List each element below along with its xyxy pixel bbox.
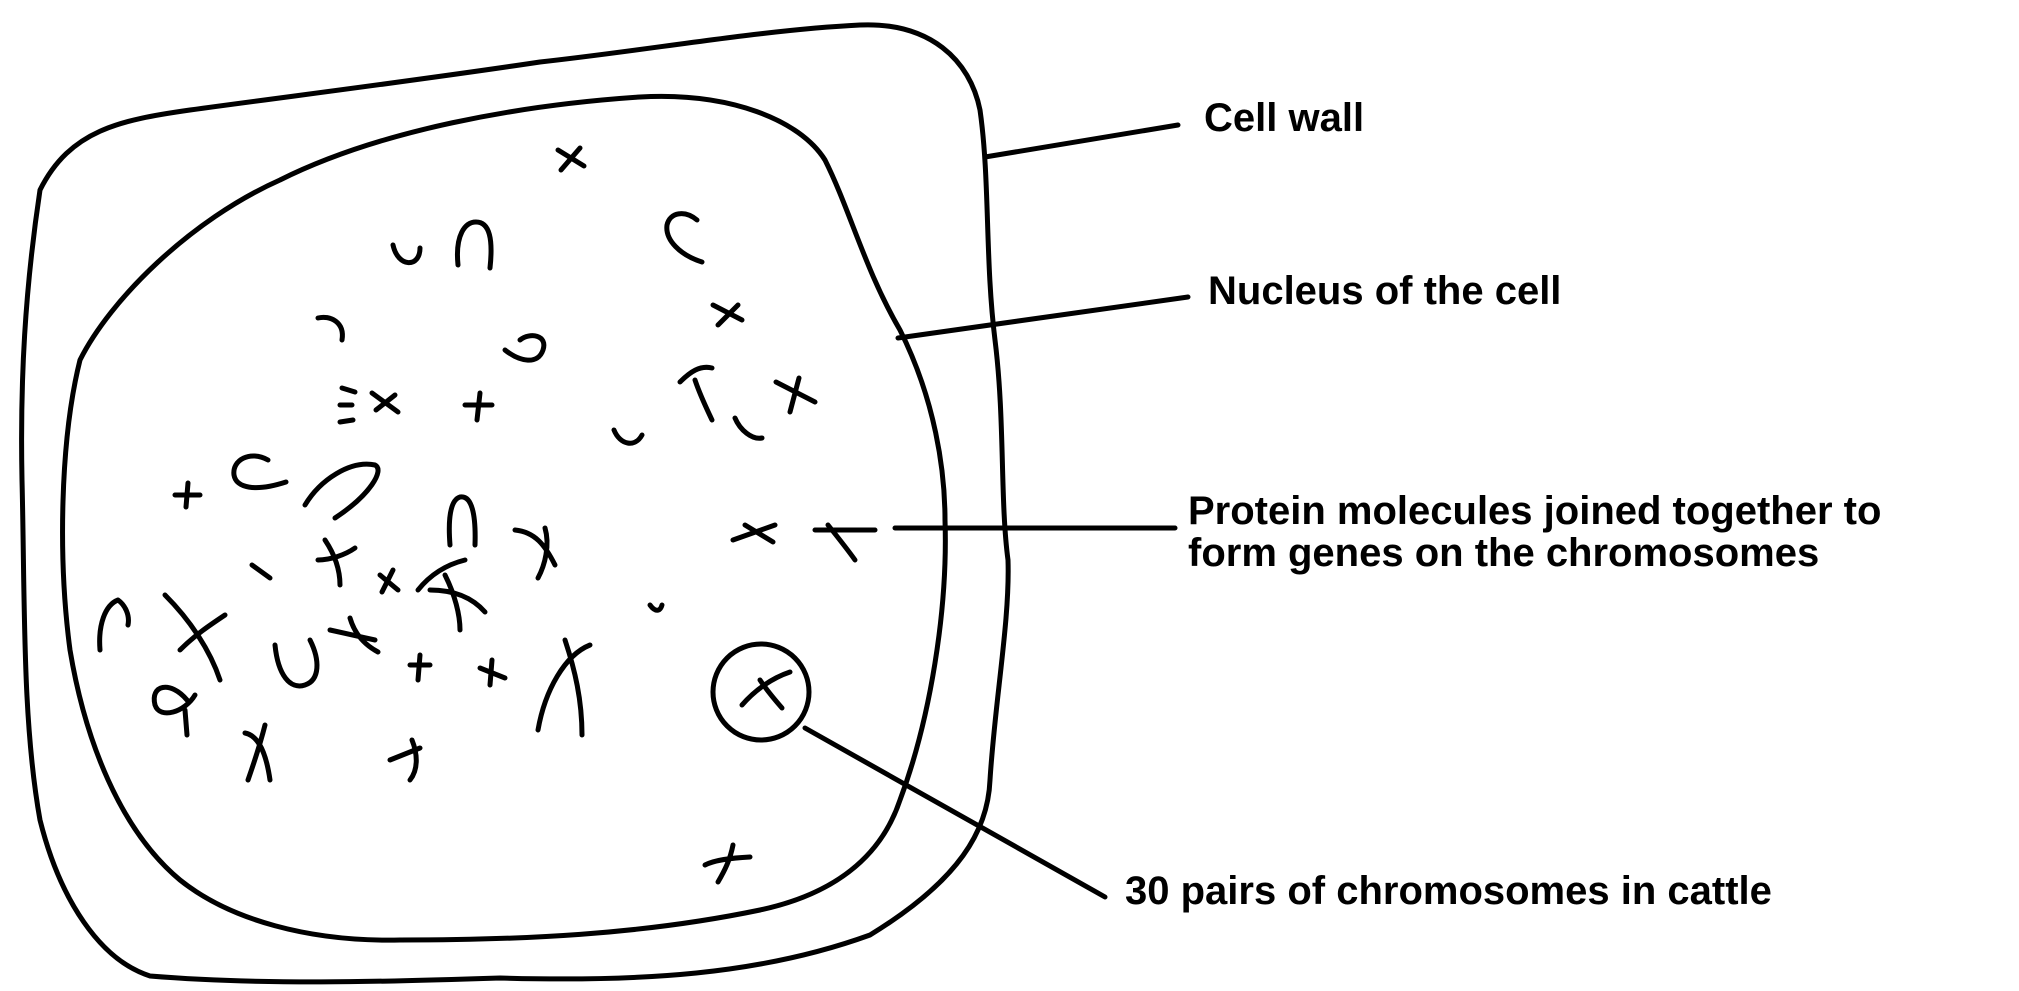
chromosome [465,393,492,420]
protein-label-line-1: Protein molecules joined together to [1188,490,1881,532]
chromosome [505,336,544,360]
chromosome [340,388,355,422]
protein-genes-label: Protein molecules joined together to for… [1188,490,1881,574]
chromosome [410,655,430,680]
chromosome [457,222,491,268]
chromosome [480,660,505,685]
chromosome [815,525,875,560]
chromosome [650,605,662,610]
chromosome [515,528,555,578]
chromosome [245,725,270,780]
chromosome [558,148,584,170]
chromosome [733,525,775,542]
chromosome [445,575,460,630]
chromosome [318,540,355,585]
nucleus-label: Nucleus of the cell [1208,270,1561,312]
chromosome-pairs-label-text: 30 pairs of chromosomes in cattle [1125,870,1772,912]
chromosome [449,497,475,545]
highlighted-chromosome [742,672,790,708]
cell-wall-label: Cell wall [1204,97,1364,139]
chromosome [380,570,398,592]
chromosome [330,618,378,652]
chromosome [318,317,342,340]
chromosome [165,595,225,680]
nucleus-outline [63,96,946,940]
chromosomes [100,148,875,882]
cell-wall-label-text: Cell wall [1204,97,1364,139]
chromosome [776,378,815,412]
nucleus-leader-line [898,297,1188,338]
protein-label-line-2: form genes on the chromosomes [1188,532,1881,574]
chromosome [705,845,750,882]
chromosome [393,245,420,263]
chromosome [735,418,762,438]
chromosome [305,464,378,518]
chromosome [275,640,317,686]
chromosome [372,393,398,412]
chromosome [614,430,642,443]
chromosome [252,565,270,578]
chromosome [100,600,129,650]
chromosome-pairs-label: 30 pairs of chromosomes in cattle [1125,870,1772,912]
cell-wall-outline [22,25,1009,982]
chromosome [154,687,195,735]
chromosome [175,483,200,507]
chromosome [538,640,590,735]
chromosome [713,305,742,325]
chromosome [390,740,420,780]
chromosome [667,214,702,262]
highlighted-chromosome-circle [713,644,809,740]
chromosome [680,367,712,420]
nucleus-label-text: Nucleus of the cell [1208,270,1561,312]
cell-wall-leader-line [985,125,1178,157]
chromosome [234,456,286,488]
